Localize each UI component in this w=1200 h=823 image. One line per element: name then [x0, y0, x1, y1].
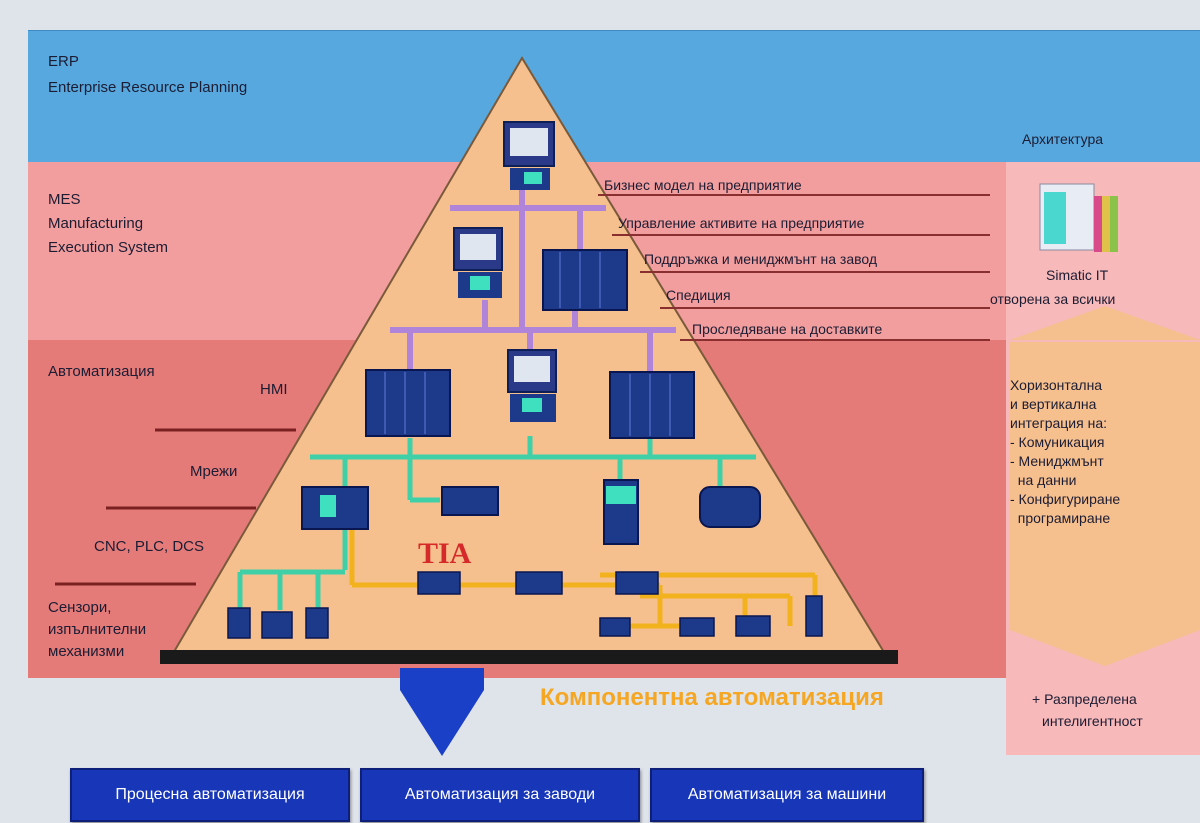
sensors-label-3: механизми: [48, 643, 125, 660]
mes-function-2: Управление активите на предприятие: [618, 215, 865, 231]
plc-rack-left: [365, 369, 451, 437]
pyramid-base: [160, 650, 898, 664]
simatic-open-label: отворена за всички: [990, 291, 1116, 307]
automation-label: Автоматизация: [48, 363, 155, 380]
mes-function-4: Спедиция: [666, 287, 731, 303]
sensors-label: Сензори,: [48, 599, 112, 616]
mes-function-3: Поддръжка и мениджмънт на завод: [644, 251, 878, 267]
architecture-label: Архитектура: [1022, 131, 1104, 147]
networks-label: Мрежи: [190, 463, 238, 480]
integration-text: Хоризонтална и вертикална интеграция на:…: [1010, 377, 1121, 526]
down-arrow: [400, 668, 484, 756]
component-automation-label: Компонентна автоматизация: [540, 684, 884, 711]
controllers-label: CNC, PLC, DCS: [94, 538, 205, 555]
plc-rack-mes: [542, 249, 628, 311]
simatic-it-icon: [1039, 183, 1118, 252]
distributed-label: + Разпределена: [1032, 691, 1137, 707]
tia-label: TIA: [418, 537, 472, 570]
erp-label: ERP: [48, 53, 79, 70]
sensors-label-2: изпълнителни: [48, 621, 147, 638]
pc-hmi: [507, 349, 557, 422]
integration-chevron: [1010, 342, 1200, 666]
process-automation-button[interactable]: Процесна автоматизация: [70, 768, 350, 822]
hmi-label: HMI: [260, 381, 288, 398]
mes-line3: Execution System: [48, 239, 169, 256]
erp-full-label: Enterprise Resource Planning: [48, 79, 248, 96]
plant-automation-button[interactable]: Автоматизация за заводи: [360, 768, 640, 822]
erp-band: [28, 30, 1200, 163]
integration-chevron-top: [1010, 306, 1200, 340]
machine-automation-button[interactable]: Автоматизация за машини: [650, 768, 924, 822]
pc-erp: [503, 121, 555, 190]
pc-mes: [453, 227, 503, 298]
motor: [699, 486, 761, 528]
mes-function-1: Бизнес модел на предприятие: [604, 177, 802, 193]
simatic-it-label: Simatic IT: [1046, 267, 1109, 283]
plc-rack-right: [609, 371, 695, 439]
mes-function-5: Проследяване на доставките: [692, 321, 883, 337]
mes-label: MES: [48, 191, 81, 208]
mes-line2: Manufacturing: [48, 215, 144, 232]
drive-module: [441, 486, 499, 516]
intelligence-label: интелигентност: [1042, 713, 1143, 729]
